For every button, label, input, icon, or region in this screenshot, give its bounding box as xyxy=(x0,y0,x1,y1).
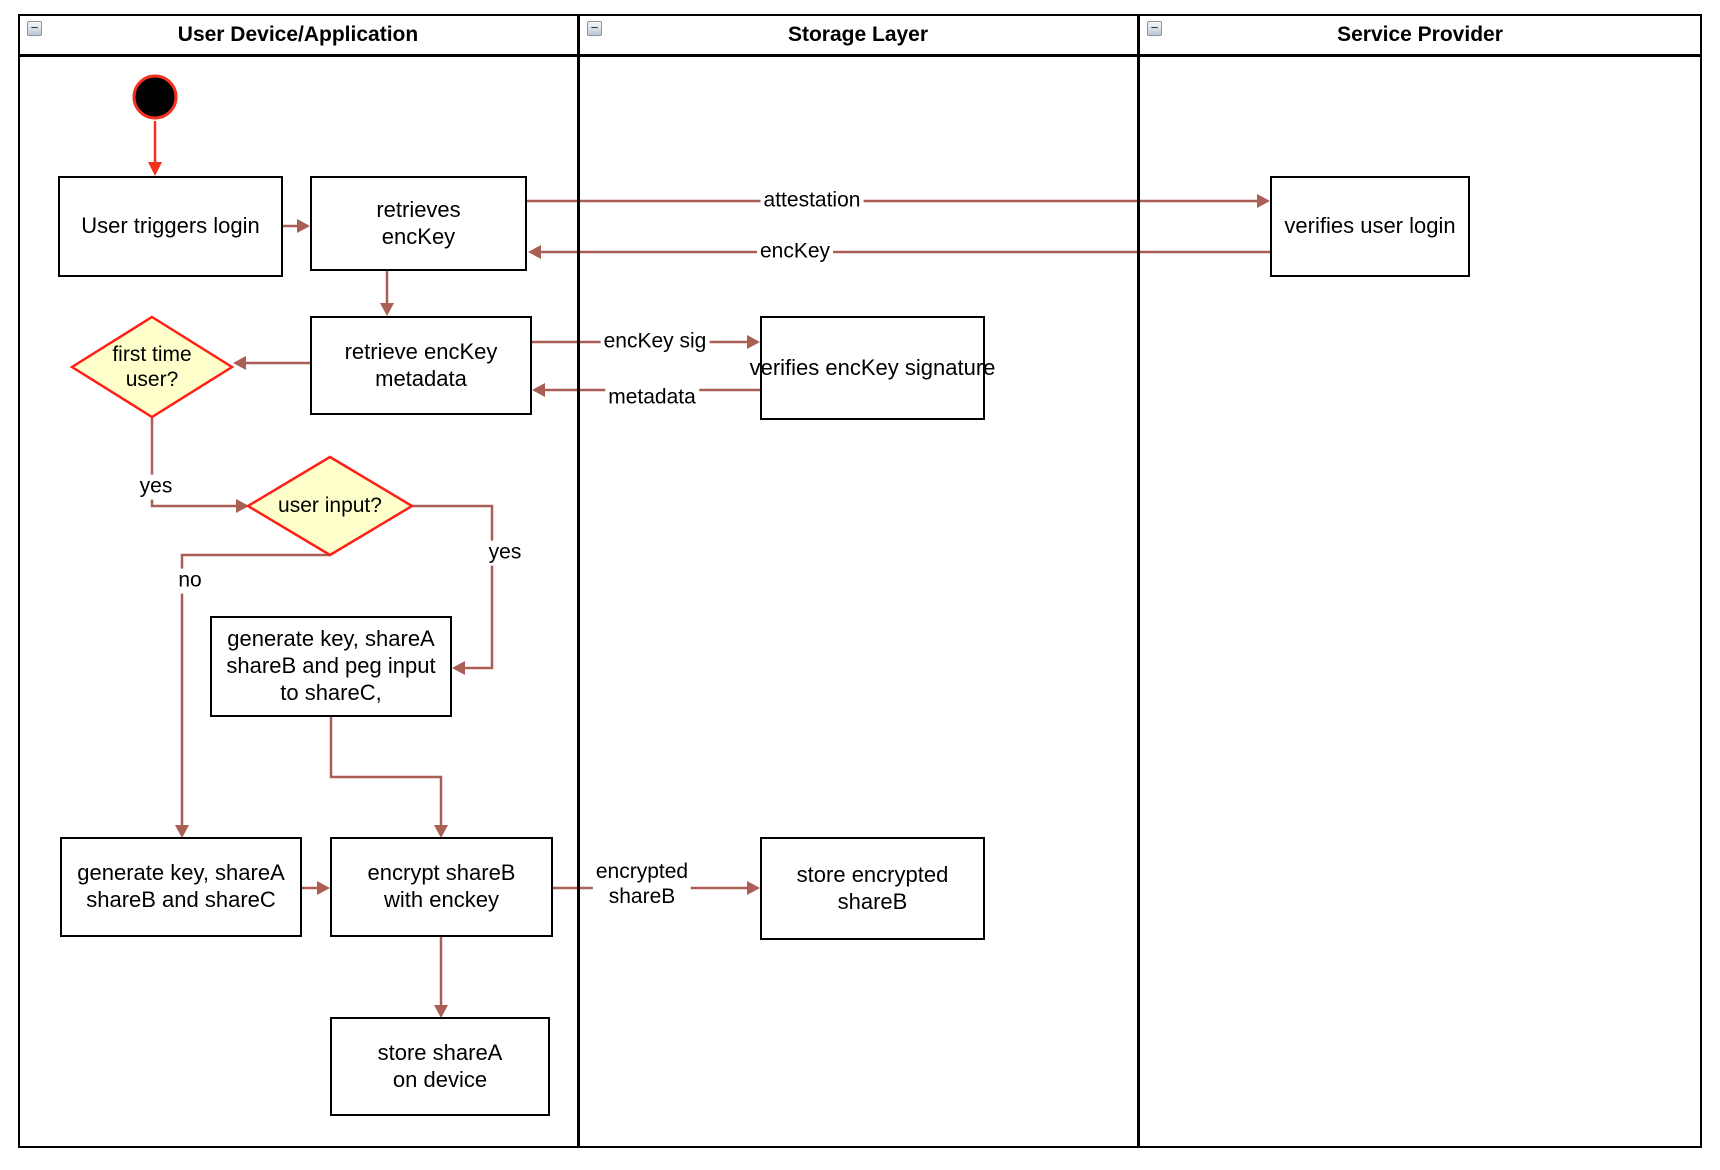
node-verifies-enckey-signature[interactable]: verifies encKey signature xyxy=(750,316,995,420)
arrowhead xyxy=(532,383,545,397)
node-encrypt-shareb[interactable]: encrypt shareB with enckey xyxy=(330,837,553,937)
arrowhead xyxy=(380,303,394,316)
edge-label-yes-first-time: yes xyxy=(136,474,176,500)
edge-label-enckey-sig: encKey sig xyxy=(600,329,710,355)
arrowhead xyxy=(747,881,760,895)
node-verifies-user-login[interactable]: verifies user login xyxy=(1270,176,1470,277)
start-node[interactable] xyxy=(132,74,178,120)
node-retrieve-enckey-metadata[interactable]: retrieve encKey metadata xyxy=(310,316,532,415)
arrowhead xyxy=(528,245,541,259)
node-label: User triggers login xyxy=(81,213,260,239)
edge-userinput-yes xyxy=(412,504,494,670)
node-generate-key-sharec[interactable]: generate key, shareA shareB and shareC xyxy=(60,837,302,937)
node-label: first time user? xyxy=(112,342,192,391)
edge-label-encrypted-shareb: encrypted shareB xyxy=(592,860,692,910)
decision-label-user-input[interactable]: user input? xyxy=(250,476,410,536)
node-label: verifies user login xyxy=(1284,213,1456,239)
node-label: user input? xyxy=(278,494,382,518)
arrowhead xyxy=(434,1005,448,1018)
edge-label-yes-user-input: yes xyxy=(485,540,525,566)
edge-label-metadata: metadata xyxy=(605,385,699,411)
arrowhead xyxy=(297,219,310,233)
node-label: retrieve encKey metadata xyxy=(344,338,498,391)
node-label: retrieves encKey xyxy=(376,196,461,249)
node-store-encrypted-shareb[interactable]: store encrypted shareB xyxy=(760,837,985,940)
edge-label-no-user-input: no xyxy=(175,568,205,594)
node-label: verifies encKey signature xyxy=(749,354,996,380)
node-generate-key-peg-input[interactable]: generate key, shareA shareB and peg inpu… xyxy=(210,616,452,717)
arrowhead xyxy=(747,335,760,349)
lane-title-user-device: User Device/Application xyxy=(177,23,419,46)
arrowhead xyxy=(317,881,330,895)
node-user-triggers-login[interactable]: User triggers login xyxy=(58,176,283,277)
node-store-sharea[interactable]: store shareA on device xyxy=(330,1017,550,1116)
collapse-icon[interactable]: − xyxy=(1147,21,1162,36)
arrowhead xyxy=(434,825,448,838)
node-label: generate key, shareA shareB and peg inpu… xyxy=(226,626,436,705)
decision-first-time-user[interactable] xyxy=(69,315,235,419)
arrowhead-start xyxy=(148,162,162,176)
arrowhead xyxy=(236,499,249,513)
node-label: store encrypted shareB xyxy=(796,861,949,914)
decision-label-first-time-user[interactable]: first time user? xyxy=(92,327,212,407)
edge-firsttime-yes xyxy=(150,417,238,508)
collapse-icon[interactable]: − xyxy=(587,21,602,36)
lane-divider-2 xyxy=(1137,14,1140,1148)
collapse-icon[interactable]: − xyxy=(27,21,42,36)
node-label: store shareA on device xyxy=(377,1039,503,1092)
node-label: encrypt shareB with enckey xyxy=(367,860,516,912)
arrowhead xyxy=(1257,194,1270,208)
edge-userinput-no xyxy=(180,553,330,826)
edge-peg-to-encrypt xyxy=(329,717,443,826)
lane-title-storage-layer: Storage Layer xyxy=(787,23,929,46)
decision-user-input[interactable] xyxy=(245,455,415,557)
lane-title-service-provider: Service Provider xyxy=(1337,23,1503,46)
edge-label-enckey: encKey xyxy=(756,239,834,265)
edge-label-attestation: attestation xyxy=(760,188,864,214)
arrowhead xyxy=(175,825,189,838)
header-divider xyxy=(18,54,1702,57)
node-retrieves-enckey[interactable]: retrieves encKey xyxy=(310,176,527,271)
arrowhead xyxy=(452,661,465,675)
arrowhead xyxy=(233,356,246,370)
lane-divider-1 xyxy=(577,14,580,1148)
node-label: generate key, shareA shareB and shareC xyxy=(77,860,285,912)
